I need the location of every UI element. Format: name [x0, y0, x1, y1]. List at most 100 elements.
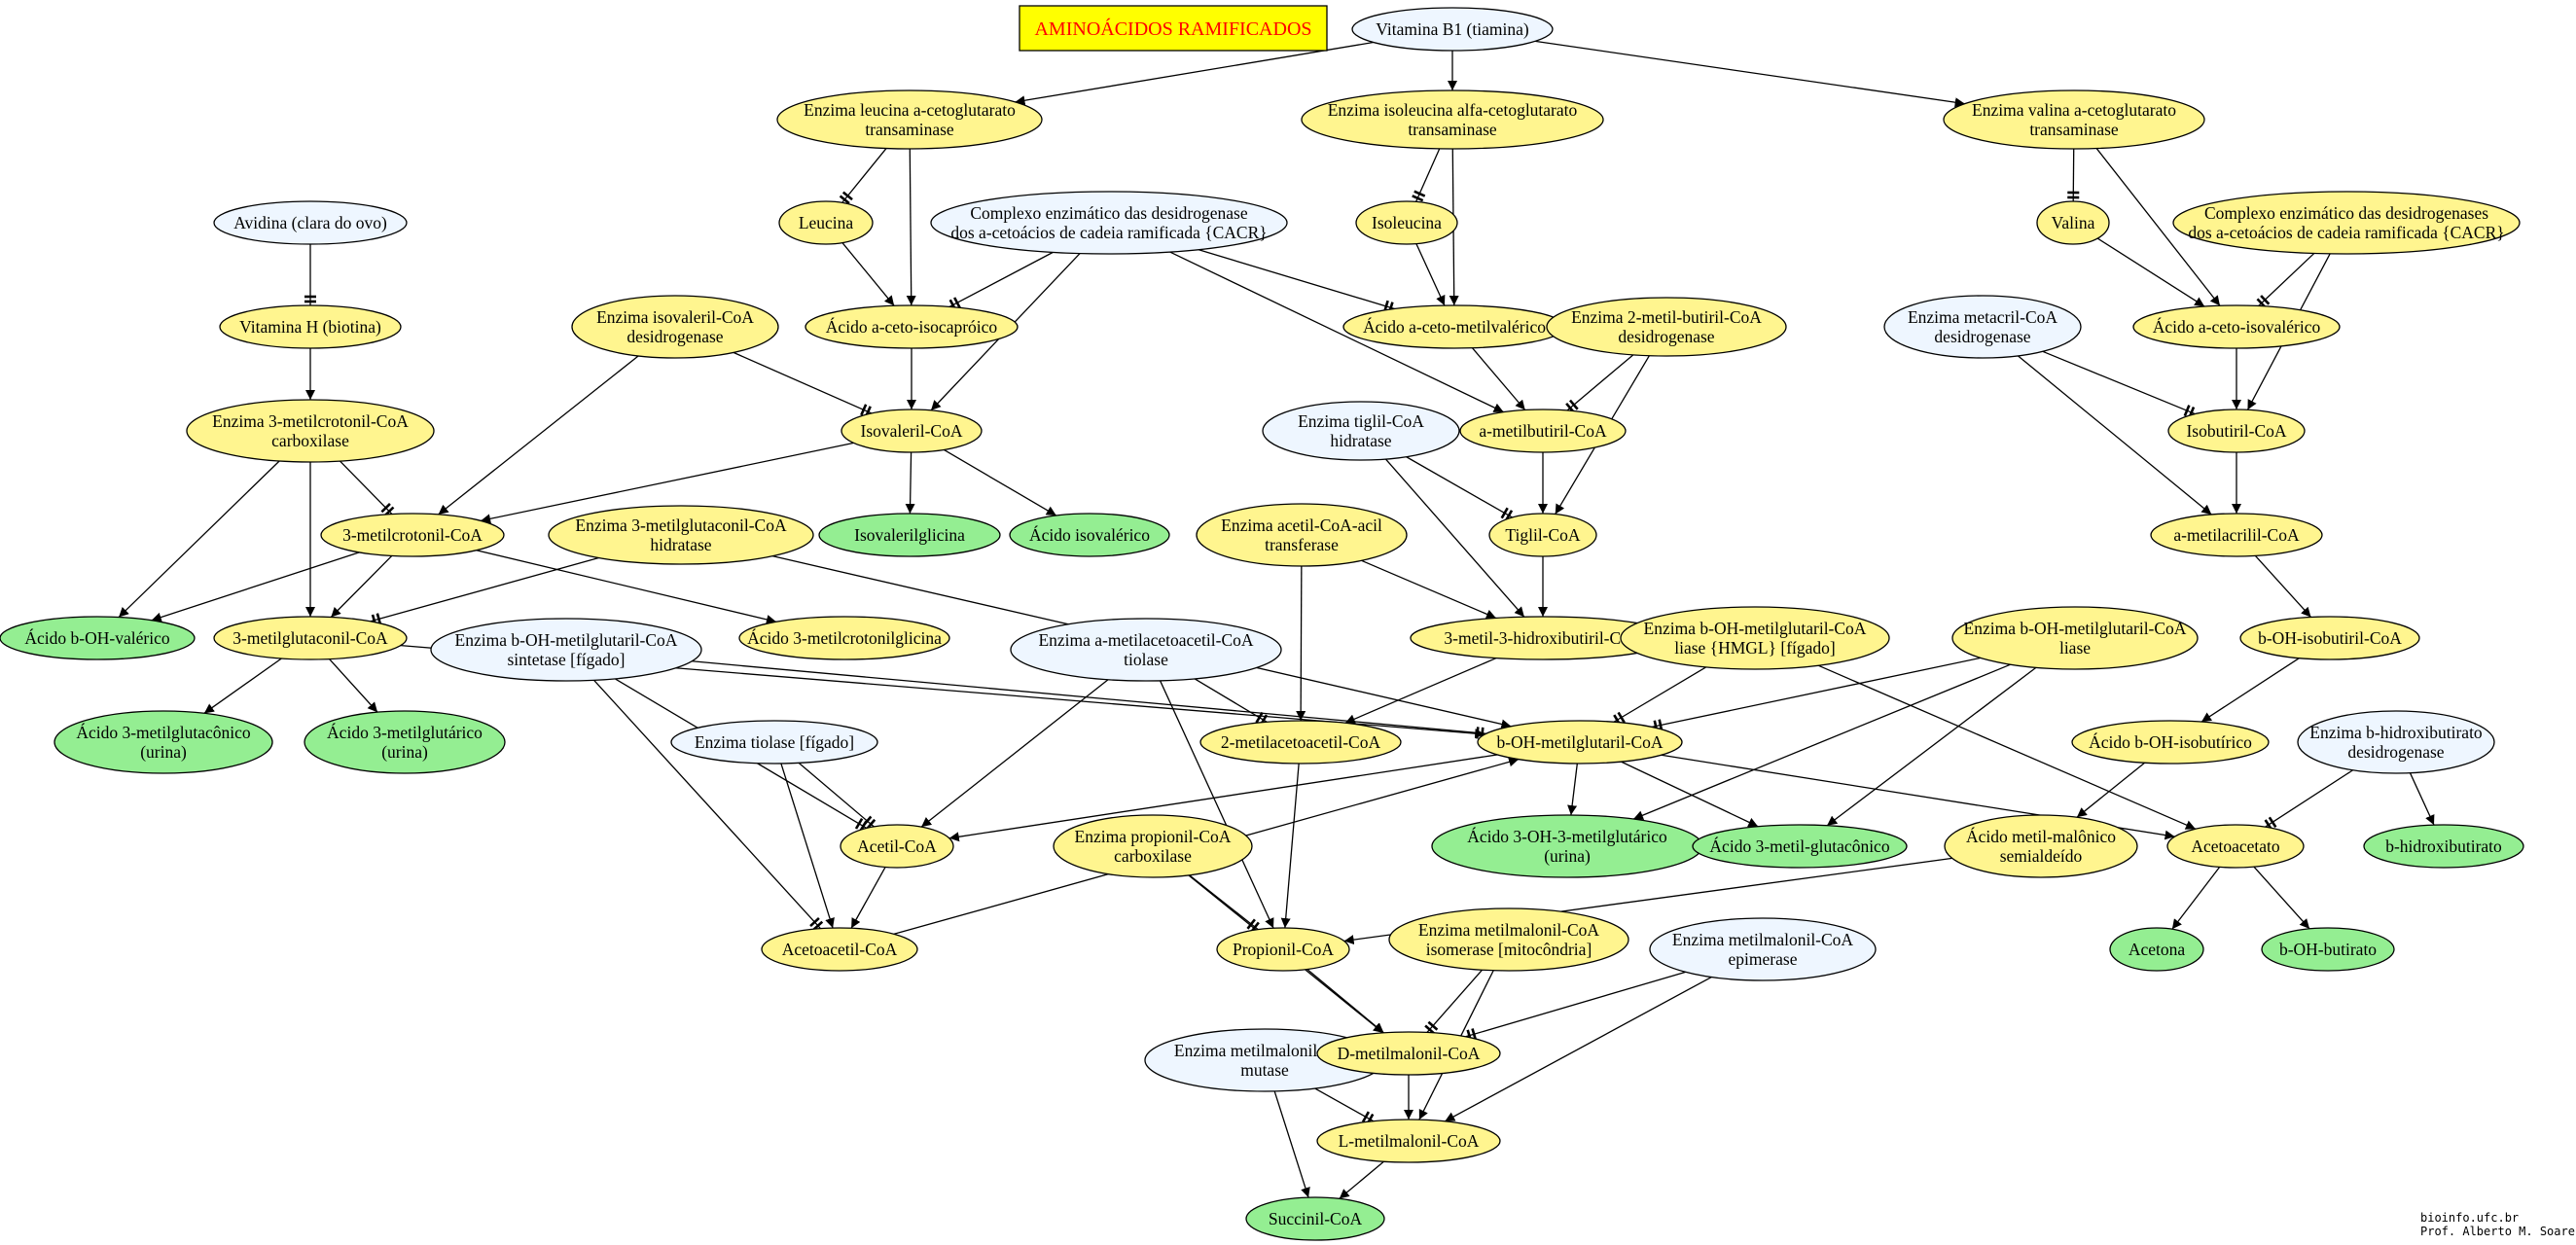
node-ametacrcoa[interactable]: a-metilacrilil-CoA [2150, 513, 2323, 557]
edge-mhbcoa-to-mactcoa [1344, 657, 1497, 724]
node-ellipse [1316, 1119, 1501, 1163]
node-tiolase[interactable]: Enzima tiolase [fígado] [670, 720, 878, 765]
node-mglutarico[interactable]: Ácido 3-metilglutárico(urina) [304, 710, 506, 774]
edge-acat-to-mhbcoa [1361, 559, 1497, 620]
node-ile_trans[interactable]: Enzima isoleucina alfa-cetoglutaratotran… [1301, 89, 1604, 150]
node-mgcoa[interactable]: 3-metilglutaconil-CoA [213, 616, 408, 660]
node-isovalcoa[interactable]: Isovaleril-CoA [841, 409, 983, 453]
node-acisovalerico[interactable]: Ácido isovalérico [1009, 513, 1170, 557]
node-mactcoa[interactable]: 2-metilacetoacetil-CoA [1199, 720, 1402, 765]
node-bhidroxibut[interactable]: b-hidroxibutirato [2363, 824, 2524, 869]
node-mcrotcoa[interactable]: 3-metilcrotonil-CoA [320, 513, 505, 557]
node-mhbcoa[interactable]: 3-metil-3-hidroxibutiril-CoA [1410, 616, 1676, 660]
edge-mgcoa-to-mgtaconico [203, 658, 282, 714]
node-mgcnico[interactable]: Ácido 3-metil-glutacônico [1692, 824, 1908, 869]
edge-line [2254, 555, 2312, 618]
node-leu_trans[interactable]: Enzima leucina a-cetoglutaratotransamina… [776, 89, 1043, 150]
node-ellipse [1951, 606, 2199, 670]
edge-mgcoa-to-mglutarico [329, 658, 378, 713]
node-label: Acetona [2129, 940, 2186, 959]
node-cacr1[interactable]: Complexo enzimático das desidrogenasedos… [930, 191, 1288, 255]
node-isoleucina[interactable]: Isoleucina [1355, 200, 1458, 245]
node-label: transferase [1265, 535, 1339, 554]
node-isovalgly[interactable]: Isovalerilglicina [818, 513, 1001, 557]
tee-mark [1255, 711, 1264, 724]
node-dmmcoa[interactable]: D-metilmalonil-CoA [1316, 1031, 1501, 1076]
node-cacr2[interactable]: Complexo enzimático das desidrogenasesdo… [2172, 191, 2521, 255]
edge-line [841, 242, 895, 306]
node-label: Ácido b-OH-valérico [24, 628, 169, 648]
node-propcoa[interactable]: Propionil-CoA [1216, 927, 1350, 972]
node-leucina[interactable]: Leucina [778, 200, 874, 245]
node-lmmcoa[interactable]: L-metilmalonil-CoA [1316, 1119, 1501, 1163]
node-valina[interactable]: Valina [2036, 200, 2110, 245]
node-succcoa[interactable]: Succinil-CoA [1245, 1196, 1385, 1241]
edge-line [1465, 971, 1686, 1038]
node-bohisobut[interactable]: Ácido b-OH-isobutírico [2071, 720, 2270, 765]
node-aciso[interactable]: Ácido a-ceto-isocapróico [805, 304, 1019, 349]
edge-mmepi-to-lmmcoa [1445, 976, 1712, 1122]
edge-bohisobutcoa-to-bohisobut [2200, 658, 2300, 723]
node-ohmg[interactable]: Ácido 3-OH-3-metilglutárico(urina) [1431, 814, 1703, 878]
node-mgtaconico[interactable]: Ácido 3-metilglutacônico(urina) [54, 710, 273, 774]
node-acetoacetilcoa[interactable]: Acetoacetil-CoA [761, 927, 918, 972]
node-label: Enzima tiolase [fígado] [695, 732, 854, 752]
node-tiglcoa[interactable]: Tiglil-CoA [1488, 513, 1597, 557]
node-acmetval[interactable]: Ácido a-ceto-metilvalérico [1342, 304, 1566, 349]
edge-line [2200, 658, 2300, 723]
node-mcrotgly[interactable]: Ácido 3-metilcrotonilglicina [738, 616, 950, 660]
node-label: b-OH-metilglutaril-CoA [1496, 732, 1663, 752]
node-ellipse [54, 710, 273, 774]
node-acisoval[interactable]: Ácido a-ceto-isovalérico [2132, 304, 2341, 349]
node-acetoacetato[interactable]: Acetoacetato [2166, 824, 2305, 869]
node-acetilcoa[interactable]: Acetil-CoA [840, 824, 954, 869]
node-val_trans[interactable]: Enzima valina a-cetoglutaratotransaminas… [1943, 89, 2205, 150]
node-bohbut[interactable]: b-OH-butirato [2261, 927, 2395, 972]
node-ellipse [2167, 409, 2306, 453]
node-vitb1[interactable]: Vitamina B1 (tiamina) [1351, 7, 1554, 52]
node-ellipse [1944, 814, 2138, 878]
node-hmgcoa[interactable]: b-OH-metilglutaril-CoA [1477, 720, 1683, 765]
edge-line [1384, 458, 1525, 618]
node-ellipse [1053, 814, 1253, 878]
node-ametbutcoa[interactable]: a-metilbutiril-CoA [1459, 409, 1627, 453]
node-bohval[interactable]: Ácido b-OH-valérico [0, 616, 196, 660]
node-label: Ácido a-ceto-isovalérico [2153, 317, 2321, 337]
edge-mcc-to-bohval [118, 460, 280, 619]
node-label: Succinil-CoA [1269, 1209, 1363, 1228]
edge-line [780, 763, 835, 929]
node-ellipse [841, 409, 983, 453]
node-label: dos a-cetoácios de cadeia ramificada {CA… [2188, 223, 2504, 242]
node-label: Ácido a-ceto-metilvalérico [1363, 317, 1546, 337]
node-ellipse [1943, 89, 2205, 150]
node-avidina[interactable]: Avidina (clara do ovo) [213, 200, 408, 245]
node-label: hidratase [650, 535, 711, 554]
node-label: transaminase [865, 120, 954, 139]
node-label: Enzima a-metilacetoacetil-CoA [1038, 630, 1253, 650]
node-bohisobutcoa[interactable]: b-OH-isobutiril-CoA [2239, 616, 2420, 660]
node-label: 2-metilacetoacetil-CoA [1221, 732, 1381, 752]
node-label: Valina [2052, 213, 2095, 232]
node-isobutcoa[interactable]: Isobutiril-CoA [2167, 409, 2306, 453]
node-vith[interactable]: Vitamina H (biotina) [219, 304, 402, 349]
node-acetona[interactable]: Acetona [2109, 927, 2204, 972]
node-label: Acetil-CoA [857, 836, 937, 856]
node-label: Enzima isovaleril-CoA [596, 307, 754, 327]
node-label: (urina) [140, 742, 187, 762]
